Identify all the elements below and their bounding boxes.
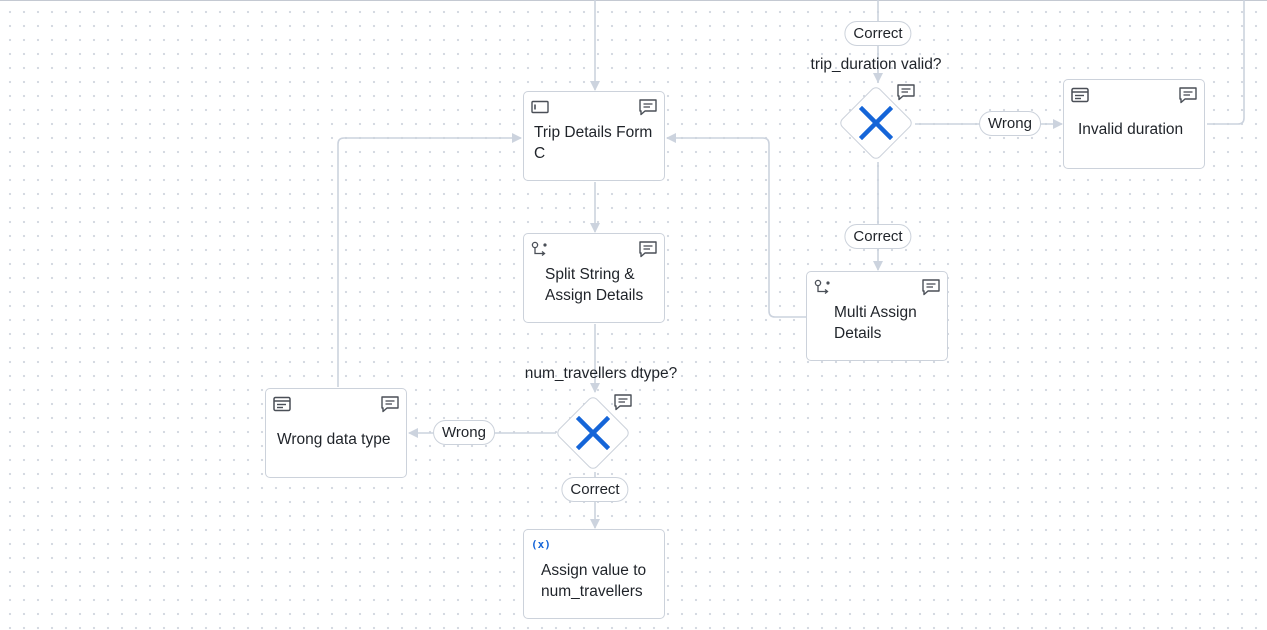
edge-label-num-correct[interactable]: Correct <box>561 477 629 502</box>
node-label-line-1: Multi Assign <box>834 304 917 321</box>
node-label: Assign value to num_travellers <box>541 560 646 602</box>
comment-icon[interactable] <box>921 278 941 296</box>
message-icon <box>1071 87 1089 103</box>
assignment-icon <box>814 279 830 295</box>
comment-icon[interactable] <box>380 395 400 413</box>
node-label-line-2: Details <box>834 325 882 342</box>
node-multi-assign-details[interactable]: Multi Assign Details <box>806 271 948 361</box>
edge-label-trip-wrong[interactable]: Wrong <box>979 111 1041 136</box>
exclusive-gateway-icon <box>859 106 893 140</box>
node-label-line-1: Trip Details Form <box>534 124 653 141</box>
node-label-line-1: Split String & <box>545 266 635 283</box>
edge-invalid-duration-out[interactable] <box>1207 0 1245 125</box>
node-label: Trip Details Form C <box>534 122 652 164</box>
node-label: Split String & Assign Details <box>545 264 643 306</box>
node-label-line-2: num_travellers <box>541 583 643 600</box>
edge-label-num-wrong[interactable]: Wrong <box>433 420 495 445</box>
assignment-icon <box>531 241 547 257</box>
node-label-line-2: Assign Details <box>545 287 644 304</box>
node-invalid-duration[interactable]: Invalid duration <box>1063 79 1205 169</box>
node-assign-value[interactable]: (x) Assign value to num_travellers <box>523 529 665 619</box>
form-screen-icon <box>531 100 549 114</box>
edge-label-top-correct[interactable]: Correct <box>844 21 912 46</box>
node-label: Invalid duration <box>1078 121 1184 138</box>
node-trip-details-form[interactable]: Trip Details Form C <box>523 91 665 181</box>
gateway-title-trip-duration: trip_duration valid? <box>810 56 942 73</box>
exclusive-gateway-icon <box>576 416 610 450</box>
message-icon <box>273 396 291 412</box>
edge-wrong-type-to-trip-form[interactable] <box>337 133 522 387</box>
node-wrong-data-type[interactable]: Wrong data type <box>265 388 407 478</box>
edge-label-trip-correct[interactable]: Correct <box>844 224 912 249</box>
node-label-line-1: Assign value to <box>541 562 647 579</box>
comment-icon[interactable] <box>638 240 658 258</box>
variable-icon: (x) <box>531 538 551 551</box>
node-label-line-2: C <box>534 145 546 162</box>
comment-icon[interactable] <box>896 83 916 101</box>
comment-icon[interactable] <box>1178 86 1198 104</box>
edge-multi-assign-to-trip-form[interactable] <box>666 133 806 318</box>
comment-icon[interactable] <box>613 393 633 411</box>
node-label: Wrong data type <box>277 431 391 448</box>
gateway-title-num-travellers: num_travellers dtype? <box>524 365 678 382</box>
node-label: Multi Assign Details <box>834 302 917 344</box>
node-split-string-assign[interactable]: Split String & Assign Details <box>523 233 665 323</box>
canvas-top-border <box>0 0 1267 1</box>
comment-icon[interactable] <box>638 98 658 116</box>
